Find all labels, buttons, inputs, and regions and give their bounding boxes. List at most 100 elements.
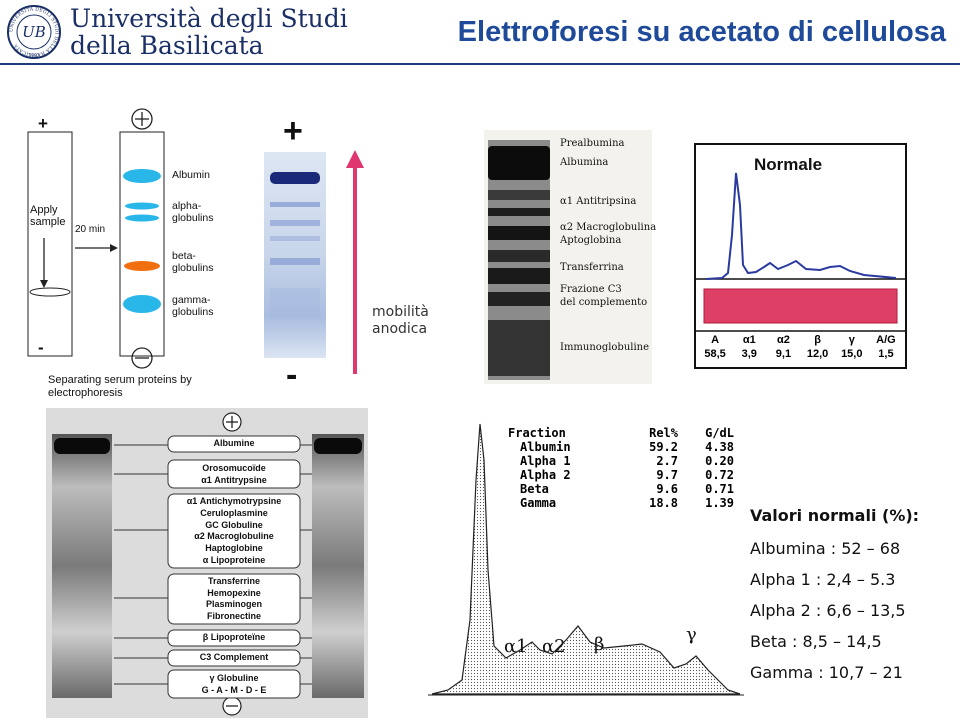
normale-figure: Normale A 58,5 α1 3,9 α2 9,1 β 12,0 γ 15… xyxy=(694,143,907,369)
normale-col-ag: A/G 1,5 xyxy=(869,333,903,365)
normale-densitogram-trace xyxy=(705,172,897,280)
stained-strip-figure: + - mobilità anodica xyxy=(258,112,458,394)
normale-title: Normale xyxy=(754,155,823,174)
normal-value-beta: Beta : 8,5 – 14,5 xyxy=(750,632,882,651)
normale-value: 1,5 xyxy=(878,348,894,360)
table-cell: 0.71 xyxy=(705,482,734,496)
strip-plus-label: + xyxy=(283,112,303,150)
fraction-line: Orosomucoïde xyxy=(202,463,266,473)
fraction-line: α1 Antitrypsine xyxy=(201,475,267,485)
bw-label-macroglobulina: α2 Macroglobulina xyxy=(560,222,657,233)
normale-value: 58,5 xyxy=(704,348,726,360)
peak-label-alpha1: α1 xyxy=(504,636,528,657)
table-cell: 9.7 xyxy=(656,468,678,482)
table-cell: 0.72 xyxy=(705,468,734,482)
normale-header: γ xyxy=(848,334,855,346)
fraction-line: γ Globuline xyxy=(209,673,259,683)
fraction-line: Plasminogen xyxy=(205,599,262,609)
densitogram-figure: Fraction Rel% G/dL Albumin 59.2 4.38 Alp… xyxy=(428,420,744,698)
fraction-line: Ceruloplasmine xyxy=(200,507,268,518)
protein-bands xyxy=(123,169,161,313)
table-cell: Beta xyxy=(520,482,549,496)
normal-values-panel: Valori normali (%): Albumina : 52 – 68 A… xyxy=(750,506,955,694)
normale-header: A xyxy=(711,334,720,346)
fraction-box-beta-lipo: β Lipoproteïne xyxy=(202,632,266,642)
fraction-box-gamma: γ Globuline G - A - M - D - E xyxy=(168,672,300,696)
normal-value-gamma: Gamma : 10,7 – 21 xyxy=(750,663,903,682)
normale-col-a: A 58,5 xyxy=(698,333,732,365)
bw-label-immunoglobuline: Immunoglobuline xyxy=(560,342,650,353)
bw-label-complemento: del complemento xyxy=(560,297,648,308)
normale-header: β xyxy=(814,334,821,346)
fraction-line: Fibronectine xyxy=(206,610,261,621)
band-label-alpha: alpha-globulins xyxy=(172,200,214,224)
table-cell: 0.20 xyxy=(705,454,734,468)
fraction-line: Hemopexine xyxy=(207,587,261,598)
table-cell: 59.2 xyxy=(649,440,678,454)
fraction-box-alpha2: α1 Antichymotrypsine Ceruloplasmine GC G… xyxy=(168,496,300,567)
normale-col-alpha2: α2 9,1 xyxy=(766,333,800,365)
bw-label-antitripsina: α1 Antitripsina xyxy=(560,196,637,207)
table-row: Alpha 2 9.7 0.72 xyxy=(508,468,734,482)
albumin-band xyxy=(123,169,161,183)
table-row: Alpha 1 2.7 0.20 xyxy=(508,454,734,468)
normale-col-beta: β 12,0 xyxy=(801,333,835,365)
normale-value: 3,9 xyxy=(741,348,757,360)
alpha-globulin-band-1 xyxy=(125,202,159,210)
fraction-box-beta: Transferrine Hemopexine Plasminogen Fibr… xyxy=(168,576,300,622)
table-cell: Alpha 1 xyxy=(520,454,571,468)
densitogram-table: Fraction Rel% G/dL Albumin 59.2 4.38 Alp… xyxy=(508,426,734,510)
normale-value: 12,0 xyxy=(806,348,829,360)
fraction-line: G - A - M - D - E xyxy=(201,685,267,695)
normale-col-alpha1: α1 3,9 xyxy=(732,333,766,365)
gamma-globulin-band xyxy=(123,295,161,313)
fraction-line: Haptoglobine xyxy=(205,543,263,554)
university-name-line2: della Basilicata xyxy=(70,31,264,60)
normale-values-table: A 58,5 α1 3,9 α2 9,1 β 12,0 γ 15,0 A/G 1… xyxy=(698,333,903,365)
table-cell: 4.38 xyxy=(705,440,734,454)
table-row: Beta 9.6 0.71 xyxy=(508,482,734,496)
table-cell: Gamma xyxy=(520,496,557,510)
table-cell: Albumin xyxy=(520,440,571,454)
apply-sample-label: Apply sample xyxy=(30,204,66,228)
university-seal-logo: UNIVERSITÀ DEGLI STUDI DELLA BASILICATA … xyxy=(6,4,62,60)
bw-label-transferrina: Transferrina xyxy=(560,262,624,273)
normale-value: 9,1 xyxy=(775,348,792,360)
table-header-fraction: Fraction xyxy=(508,426,566,440)
fraction-box-alpha1: Orosomucoïde α1 Antitrypsine xyxy=(168,462,300,486)
normale-value: 15,0 xyxy=(841,348,863,360)
fraction-box-c3: C3 Complement xyxy=(199,652,269,662)
time-label: 20 min xyxy=(75,224,106,235)
fraction-line: α Lipoproteine xyxy=(202,554,266,565)
header: UNIVERSITÀ DEGLI STUDI DELLA BASILICATA … xyxy=(0,0,960,66)
fraction-line: α1 Antichymotrypsine xyxy=(186,496,282,506)
band-label-gamma: gamma-globulins xyxy=(172,294,214,318)
fraction-line: Transferrine xyxy=(207,576,261,586)
band-label-albumin: Albumin xyxy=(172,169,210,181)
strip-minus-label: - xyxy=(286,356,298,394)
table-cell: 1.39 xyxy=(705,496,734,510)
beta-globulin-band xyxy=(124,261,160,271)
mobility-label: mobilità anodica xyxy=(372,304,429,337)
densitogram-trace xyxy=(431,423,741,695)
normale-col-gamma: γ 15,0 xyxy=(835,333,869,365)
fraction-box-albumine: Albumine xyxy=(213,438,255,448)
bw-label-aptoglobina: Aptoglobina xyxy=(560,235,622,246)
svg-text:UB: UB xyxy=(22,23,46,41)
fraction-line: GC Globuline xyxy=(205,519,263,530)
alpha-globulin-band-2 xyxy=(125,214,159,222)
normal-value-alpha1: Alpha 1 : 2,4 – 5.3 xyxy=(750,570,896,589)
normal-values-title: Valori normali (%): xyxy=(750,506,920,525)
schematic-caption: Separating serum proteins by electrophor… xyxy=(48,374,192,399)
protein-fractions-figure: Albumine Orosomucoïde α1 Antitrypsine α1… xyxy=(46,408,368,718)
normal-value-alpha2: Alpha 2 : 6,6 – 13,5 xyxy=(750,601,906,620)
schematic-minus-label: - xyxy=(38,338,44,357)
normale-header: α1 xyxy=(742,334,756,346)
densitogram-table-header: Fraction Rel% G/dL xyxy=(508,426,734,440)
university-name-line1: Università degli Studi xyxy=(70,4,348,33)
band-label-beta: beta-globulins xyxy=(172,250,214,274)
svg-text:1982: 1982 xyxy=(28,53,40,59)
peak-label-alpha2: α2 xyxy=(542,636,566,657)
peak-label-beta: β xyxy=(594,634,605,655)
